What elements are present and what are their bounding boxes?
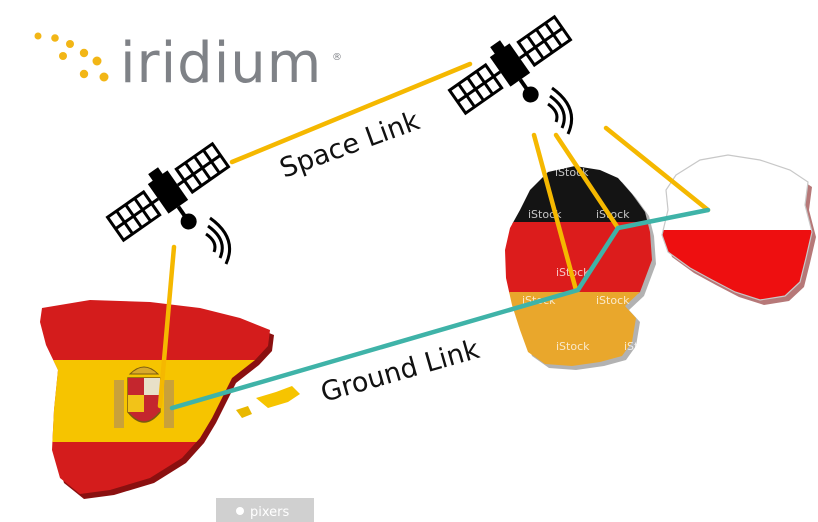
ground-links xyxy=(169,207,711,411)
satellite-icon xyxy=(447,14,573,116)
signal-waves-icon xyxy=(205,216,231,265)
pixers-watermark: pixers xyxy=(216,498,314,522)
germany-flag-red xyxy=(505,222,652,294)
balearic-islands xyxy=(256,386,300,408)
poland-uplink xyxy=(603,125,711,213)
spain-uplink-line xyxy=(157,244,177,409)
iridium-logo: iridium ® xyxy=(34,31,342,96)
poland-map xyxy=(661,154,816,305)
ground-link-label: Ground Link xyxy=(317,334,483,409)
space-link-label: Space Link xyxy=(276,105,424,184)
germany-west-uplink xyxy=(531,132,579,293)
satellite-icon xyxy=(105,141,231,243)
germany-map: iStock iStock iStock iStock iStock iStoc… xyxy=(505,166,658,370)
logo-wordmark: iridium xyxy=(120,31,322,96)
space-links xyxy=(157,61,711,409)
ground-link-line xyxy=(169,207,711,411)
signal-waves-icon xyxy=(547,86,573,135)
space-link-line xyxy=(229,61,473,165)
registered-mark: ® xyxy=(332,52,342,63)
spain-coat-of-arms xyxy=(114,366,174,428)
poland-flag-red xyxy=(662,230,812,300)
stock-watermark: iStock xyxy=(596,294,630,307)
germany-east-uplink xyxy=(553,132,621,231)
logo-dots xyxy=(34,32,109,82)
balearic-small-island xyxy=(236,406,252,418)
spain-map xyxy=(40,300,300,499)
pixers-watermark-text: pixers xyxy=(250,505,290,520)
stock-watermark: iStock xyxy=(624,340,658,353)
stock-watermark: iStock xyxy=(556,340,590,353)
